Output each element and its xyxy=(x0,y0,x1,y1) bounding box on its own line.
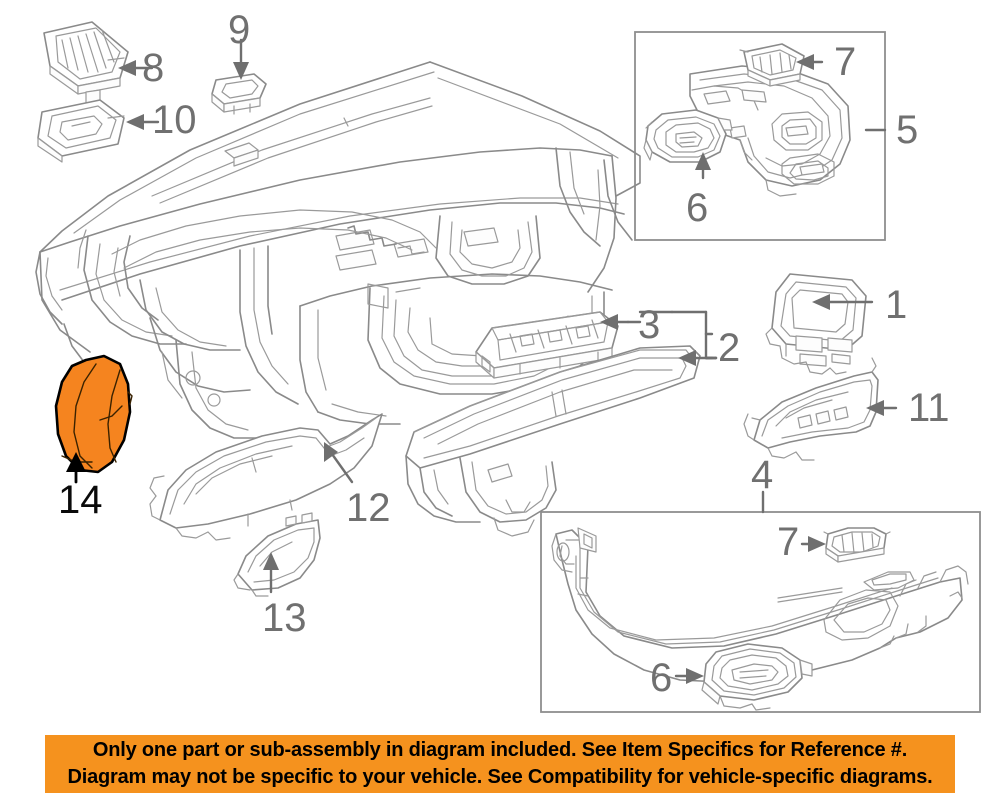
callout-label-1: 1 xyxy=(885,283,908,327)
callout-label-8: 8 xyxy=(142,46,165,90)
leader-13 xyxy=(263,552,279,594)
leader-14 xyxy=(66,452,86,484)
callout-label-7-lower: 7 xyxy=(777,520,800,564)
part-7-side-defroster-grille-upper xyxy=(739,43,805,87)
callout-label-5: 5 xyxy=(896,108,919,152)
part-9-trim-cap xyxy=(211,73,267,115)
callout-label-13: 13 xyxy=(262,596,307,640)
banner-line-1: Only one part or sub-assembly in diagram… xyxy=(92,739,908,761)
callout-label-2: 2 xyxy=(718,326,741,370)
banner-line-2: Diagram may not be specific to your vehi… xyxy=(67,766,933,788)
leader-2-arrow xyxy=(678,350,714,366)
leader-6a xyxy=(695,152,711,180)
leader-6b xyxy=(674,668,704,684)
part-12-lower-knee-bolster-trim xyxy=(149,413,383,541)
part-14-instrument-panel-end-cap xyxy=(54,354,133,474)
part-2-center-vent-trim xyxy=(405,345,701,537)
callout-label-11: 11 xyxy=(908,386,950,430)
leader-8 xyxy=(118,60,154,76)
part-11-console-side-trim xyxy=(743,357,879,461)
leader-10 xyxy=(126,114,160,130)
callout-label-14: 14 xyxy=(58,478,103,522)
part-5-driver-side-vent-assembly xyxy=(643,43,851,197)
group-box-5 xyxy=(634,31,886,241)
callout-label-12: 12 xyxy=(346,486,391,530)
part-7-side-defroster-grille-lower xyxy=(823,527,891,563)
callout-label-10: 10 xyxy=(152,98,197,142)
part-1-radio-display-bezel xyxy=(765,273,867,375)
leader-7b xyxy=(800,536,826,552)
part-13-lower-corner-trim xyxy=(233,512,321,597)
leader-1 xyxy=(812,294,874,310)
leader-12 xyxy=(324,442,354,484)
leader-11 xyxy=(866,400,898,416)
group-box-4 xyxy=(540,511,981,713)
part-6-air-outlet-vent-lower xyxy=(701,643,813,711)
leader-7a xyxy=(796,54,824,70)
part-4-passenger-trim-assembly xyxy=(551,527,969,711)
callout-label-3: 3 xyxy=(638,303,661,347)
callout-label-4: 4 xyxy=(751,453,774,497)
leader-3 xyxy=(600,310,674,330)
callout-label-6-lower: 6 xyxy=(650,656,673,700)
disclaimer-banner: Only one part or sub-assembly in diagram… xyxy=(45,735,955,793)
part-10-speaker-grille xyxy=(37,99,125,163)
callout-label-7-upper: 7 xyxy=(834,40,857,84)
leader-9 xyxy=(233,38,249,80)
callout-label-6-upper: 6 xyxy=(686,186,709,230)
part-6-air-outlet-vent-upper xyxy=(643,109,733,163)
callout-label-9: 9 xyxy=(228,8,251,52)
part-8-defroster-grille xyxy=(43,21,129,107)
